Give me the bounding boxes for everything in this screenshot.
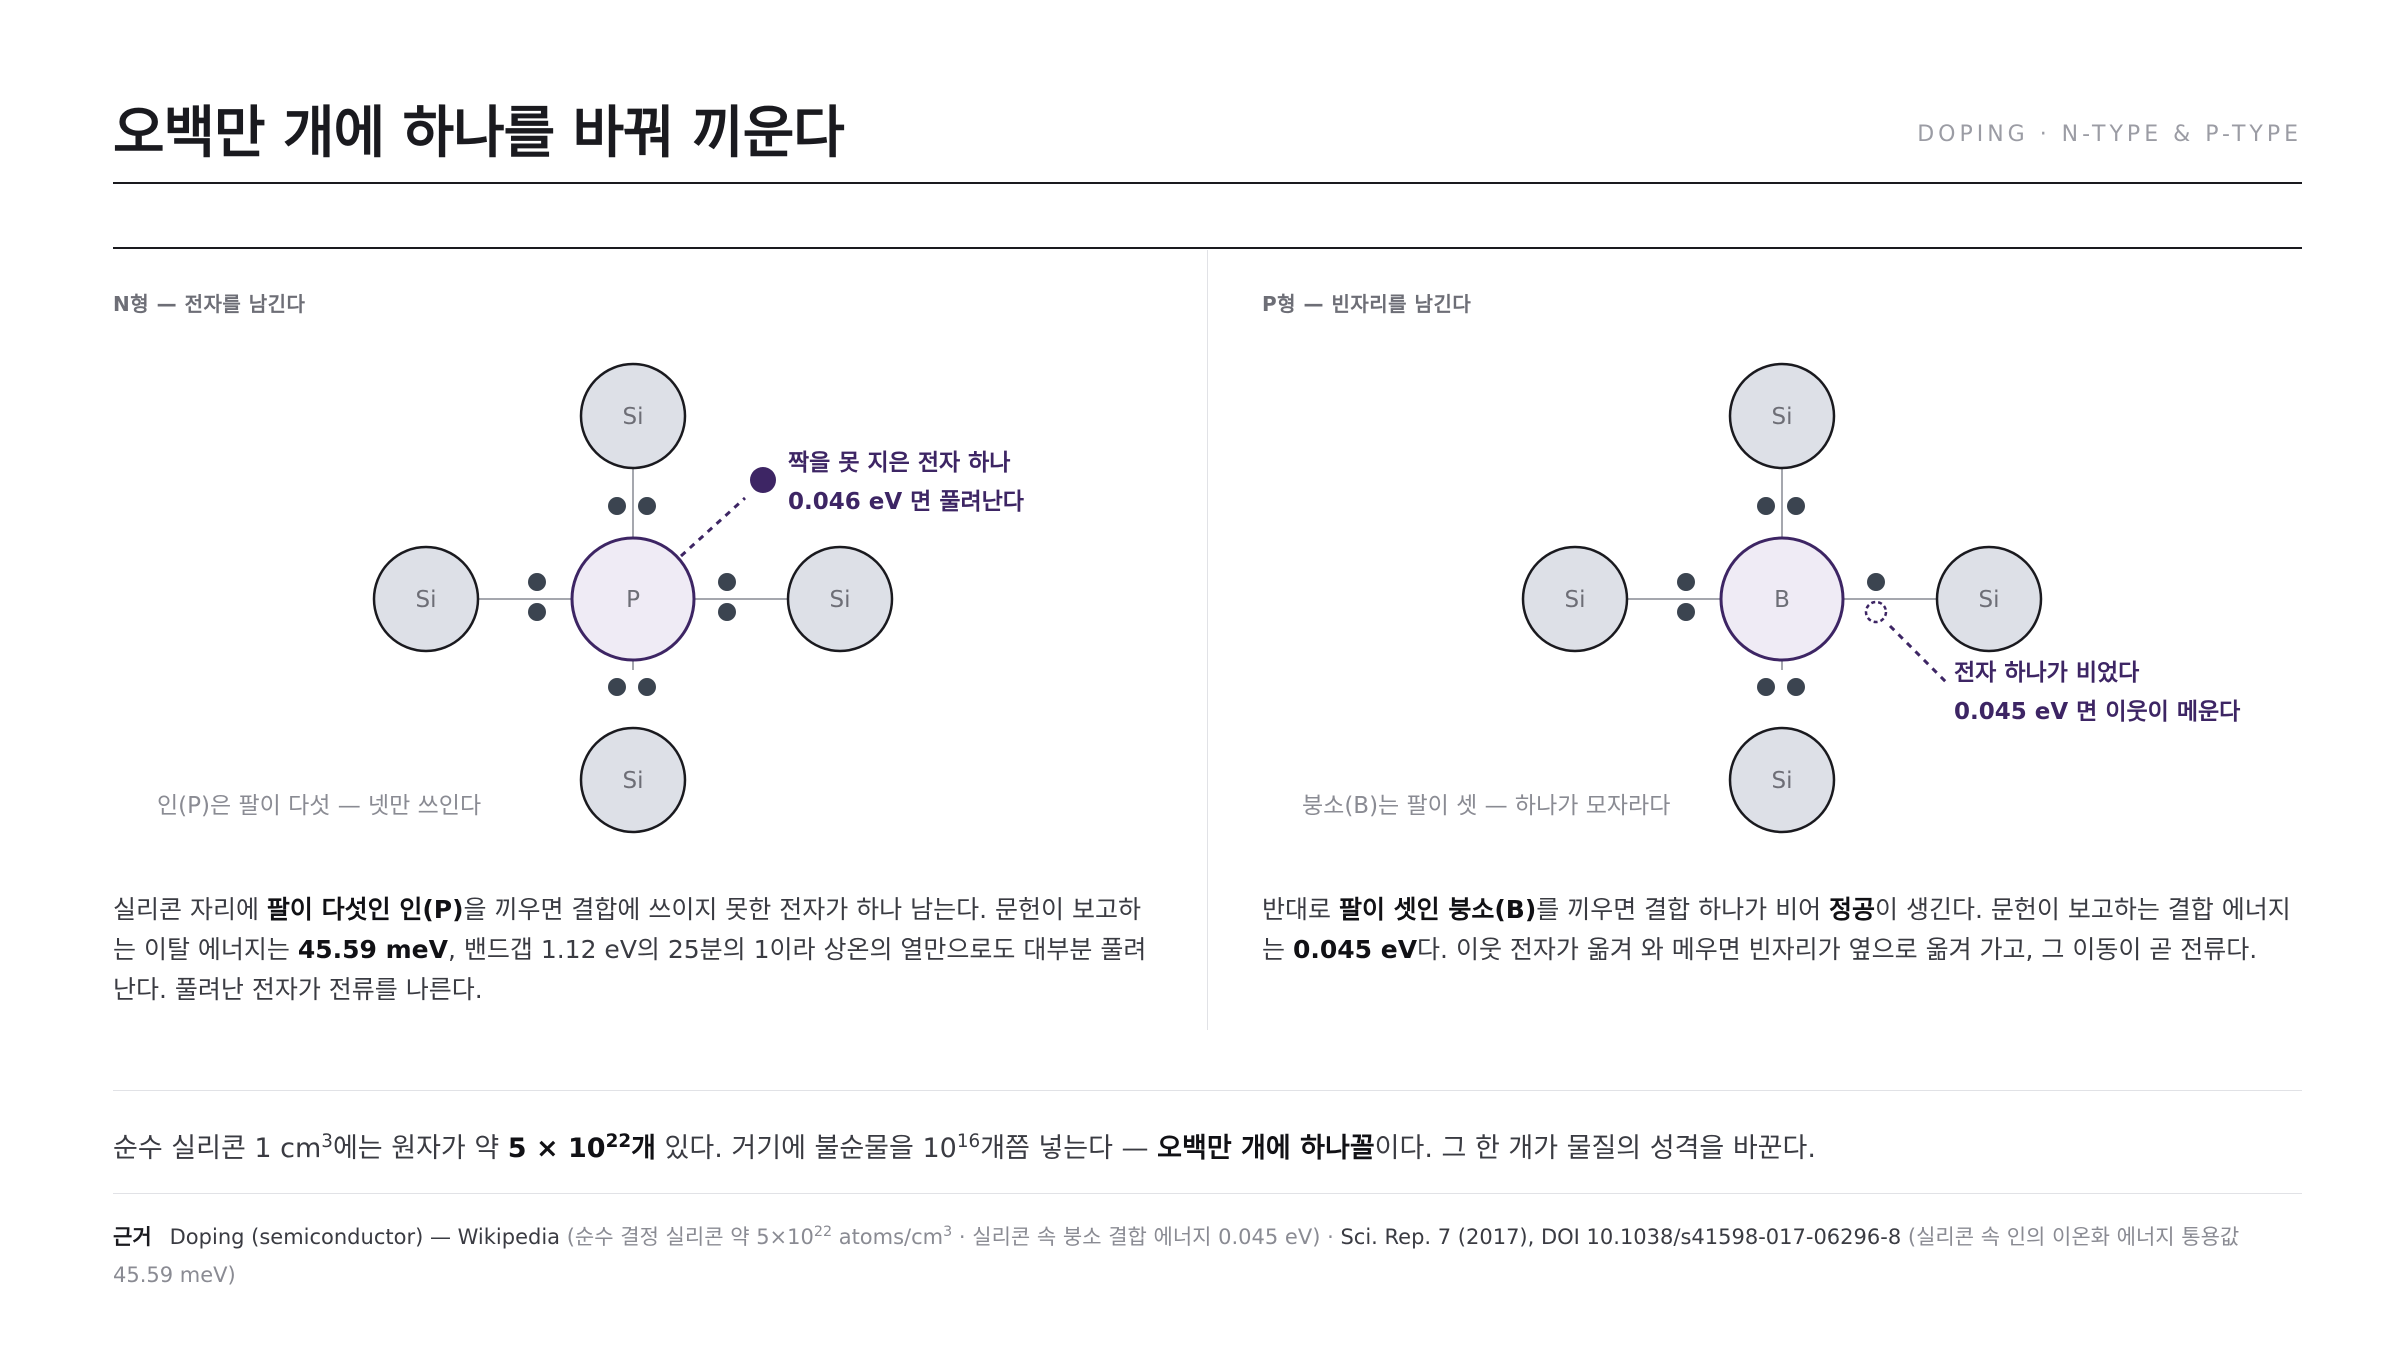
text: 다. 이웃 전자가 옮겨 와 메우면 빈자리가 옆으로 옮겨 가고, 그 이동이… (1417, 935, 2258, 964)
atom-si-left: Si (1521, 545, 1629, 653)
electron (1787, 678, 1805, 696)
emphasis: 팔이 다섯인 인(P) (266, 895, 464, 924)
n-type-label: N형 — 전자를 남긴다 (113, 292, 306, 316)
atom-si-top: Si (579, 362, 687, 470)
text: 순수 실리콘 1 cm (113, 1133, 322, 1164)
source-note: (실리콘 속 인의 이온화 에너지 통용값 45.59 meV) (113, 1225, 2240, 1287)
source-link-wikipedia: Doping (semiconductor) — Wikipedia (169, 1225, 561, 1249)
electron (1787, 497, 1805, 515)
annotation-line-2: 0.045 eV 면 이웃이 메운다 (1954, 699, 2240, 725)
n-type-description: 실리콘 자리에 팔이 다섯인 인(P)을 끼우면 결합에 쓰이지 못한 전자가 … (113, 890, 1157, 1010)
topic-tag: DOPING · N-TYPE & P-TYPE (1917, 122, 2302, 147)
text: 5 × 10 (507, 1133, 606, 1164)
text: 을 끼우면 결합에 쓰이지 못한 전자가 하나 남는다. 문헌이 보고하는 이탈… (113, 895, 1141, 964)
electron (718, 603, 736, 621)
summary-sentence: 순수 실리콘 1 cm3에는 원자가 약 5 × 1022개 있다. 거기에 불… (113, 1126, 2302, 1165)
emphasis: 5 × 1022개 (507, 1130, 656, 1164)
electron (608, 678, 626, 696)
emphasis: 팔이 셋인 붕소(B) (1338, 895, 1537, 924)
sources-divider (113, 1193, 2302, 1194)
electron (1677, 603, 1695, 621)
p-type-label: P형 — 빈자리를 남긴다 (1262, 292, 1472, 316)
atom-si-right: Si (1935, 545, 2043, 653)
text: 개쯤 넣는다 — (980, 1133, 1158, 1164)
atom-label: Si (1772, 768, 1793, 794)
text: 에는 원자가 약 (332, 1133, 508, 1164)
hole-vacancy (1864, 600, 1888, 624)
electron (1757, 678, 1775, 696)
emphasis: 45.59 meV (297, 935, 448, 964)
electron (528, 603, 546, 621)
atom-label: Si (623, 768, 644, 794)
atom-label: Si (1979, 587, 2000, 613)
electron (528, 573, 546, 591)
summary-divider (113, 1090, 2302, 1091)
page-header: 오백만 개에 하나를 바꿔 끼운다 DOPING · N-TYPE & P-TY… (113, 80, 2302, 184)
text: , 밴드갭 1.12 eV의 25분의 1이라 상온의 열만으로도 대부분 풀려… (113, 935, 1147, 1004)
n-type-caption: 인(P)은 팔이 다섯 — 넷만 쓰인다 (157, 793, 482, 819)
text: (순수 결정 실리콘 약 5×10 (560, 1225, 814, 1249)
superscript: 3 (321, 1130, 333, 1152)
electron (718, 573, 736, 591)
electron (608, 497, 626, 515)
atom-label: Si (1565, 587, 1586, 613)
n-type-panel: N형 — 전자를 남긴다 Si Si Si Si P (113, 250, 1157, 1010)
text: atoms/cm (832, 1225, 944, 1249)
electron (1757, 497, 1775, 515)
text: 반대로 (1262, 895, 1339, 924)
atom-phosphorus-center: P (570, 536, 696, 662)
free-electron (750, 467, 776, 493)
emphasis: 정공 (1829, 895, 1876, 924)
atom-label: Si (623, 404, 644, 430)
electron (638, 678, 656, 696)
atom-boron-center: B (1719, 536, 1845, 662)
annotation-leader (1888, 624, 1948, 684)
text: 개 (631, 1133, 656, 1164)
atom-si-top: Si (1728, 362, 1836, 470)
superscript: 22 (813, 1224, 833, 1241)
atom-label: Si (1772, 404, 1793, 430)
text: 실리콘 자리에 (113, 895, 267, 924)
atom-si-left: Si (372, 545, 480, 653)
bond-electron-pairs (528, 497, 736, 696)
text: · 실리콘 속 붕소 결합 에너지 0.045 eV) (952, 1225, 1321, 1249)
electron (1677, 573, 1695, 591)
electron (638, 497, 656, 515)
text: 있다. 거기에 불순물을 10 (655, 1133, 957, 1164)
text: 이 생긴다. 문헌이 보고하는 결합 에너지는 (1262, 895, 2291, 964)
emphasis: 오백만 개에 하나꼴 (1157, 1133, 1375, 1164)
sources: 근거 Doping (semiconductor) — Wikipedia (순수… (113, 1218, 2302, 1294)
separator: · (1320, 1225, 1341, 1249)
divider-rule (113, 247, 2302, 249)
superscript: 3 (943, 1224, 953, 1241)
p-type-lattice-diagram: Si Si Si Si B 전자 하나가 비었다 0 (1521, 362, 2240, 834)
p-type-caption: 붕소(B)는 팔이 셋 — 하나가 모자라다 (1302, 793, 1671, 819)
atom-label: Si (416, 587, 437, 613)
text: 를 끼우면 결합 하나가 비어 (1536, 895, 1830, 924)
atom-si-right: Si (786, 545, 894, 653)
atom-si-bottom: Si (1728, 726, 1836, 834)
atom-label: P (626, 587, 640, 613)
atom-si-bottom: Si (579, 726, 687, 834)
n-type-lattice-diagram: Si Si Si Si P 짝을 못 지은 전 (372, 362, 1024, 834)
p-type-panel: P형 — 빈자리를 남긴다 Si Si Si Si B (1262, 250, 2306, 1010)
electron (1867, 573, 1885, 591)
text: 이다. 그 한 개가 물질의 성격을 바꾼다. (1374, 1133, 1816, 1164)
annotation-line-1: 짝을 못 지은 전자 하나 (788, 450, 1010, 476)
source-sci-rep: Sci. Rep. 7 (2017), DOI 10.1038/s41598-0… (1340, 1225, 1902, 1249)
page-title: 오백만 개에 하나를 바꿔 끼운다 (113, 101, 845, 166)
superscript: 16 (956, 1130, 981, 1152)
source-note: (순수 결정 실리콘 약 5×1022 atoms/cm3 · 실리콘 속 붕소… (560, 1224, 1321, 1249)
annotation-leader (679, 496, 747, 558)
column-divider (1207, 250, 1208, 1030)
annotation-line-1: 전자 하나가 비었다 (1954, 660, 2139, 686)
bond-electron-pairs (1677, 497, 1885, 696)
emphasis: 0.045 eV (1292, 935, 1418, 964)
superscript: 22 (605, 1130, 632, 1152)
atom-label: B (1774, 587, 1790, 613)
sources-lead: 근거 (113, 1225, 152, 1249)
atom-label: Si (830, 587, 851, 613)
annotation-line-2: 0.046 eV 면 풀려난다 (788, 489, 1024, 515)
p-type-description: 반대로 팔이 셋인 붕소(B)를 끼우면 결합 하나가 비어 정공이 생긴다. … (1262, 890, 2306, 970)
